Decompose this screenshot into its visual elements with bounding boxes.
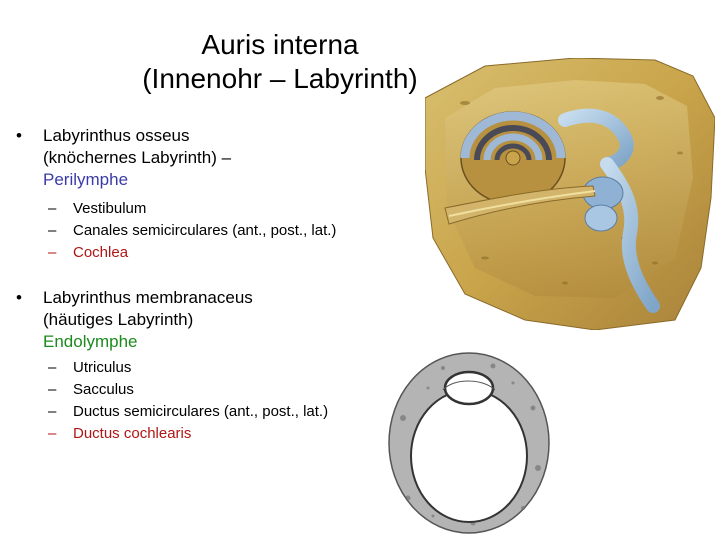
bullet-symbol: • [16,288,22,307]
list-item-utriculus: –Utriculus [48,357,131,379]
fluid-label-perilymphe: Perilymphe [43,170,129,189]
dash: – [48,381,57,398]
list-item-text: Cochlea [73,244,129,261]
dash: – [48,244,57,261]
dash: – [48,222,57,239]
list-item-text: Utriculus [73,359,132,376]
dash: – [48,403,57,420]
fluid-label-endolymphe: Endolymphe [43,332,138,351]
list-item-text: Canales semicirculares (ant., post., lat… [73,222,337,239]
list-item-text: Ductus semicirculares (ant., post., lat.… [73,403,329,420]
bullet-subheading: (knöchernes Labyrinth) – [43,148,232,167]
list-item-ductus-cochlearis: –Ductus cochlearis [48,423,191,445]
title-line-2: (Innenohr – Labyrinth) [142,63,418,94]
list-item-cochlea: –Cochlea [48,242,128,264]
list-item-text: Ductus cochlearis [73,425,192,442]
bullet-subheading: (häutiges Labyrinth) [43,310,194,329]
list-item-sacculus: –Sacculus [48,379,134,401]
list-item-text: Vestibulum [73,200,147,217]
inner-ear-anatomy-illustration [425,58,715,330]
bullet-heading: Labyrinthus osseus [43,126,190,145]
dash: – [48,425,57,442]
list-item-vestibulum: –Vestibulum [48,198,146,220]
list-item-text: Sacculus [73,381,134,398]
bullet-heading: Labyrinthus membranaceus [43,288,253,307]
list-item-canales: –Canales semicirculares (ant., post., la… [48,220,336,242]
list-item-ductus-semicirculares: –Ductus semicirculares (ant., post., lat… [48,401,328,423]
dash: – [48,200,57,217]
bullet-symbol: • [16,126,22,145]
slide-title: Auris interna (Innenohr – Labyrinth) [60,28,500,96]
dash: – [48,359,57,376]
title-line-1: Auris interna [201,29,359,60]
semicircular-canal-histology-section [388,352,550,534]
